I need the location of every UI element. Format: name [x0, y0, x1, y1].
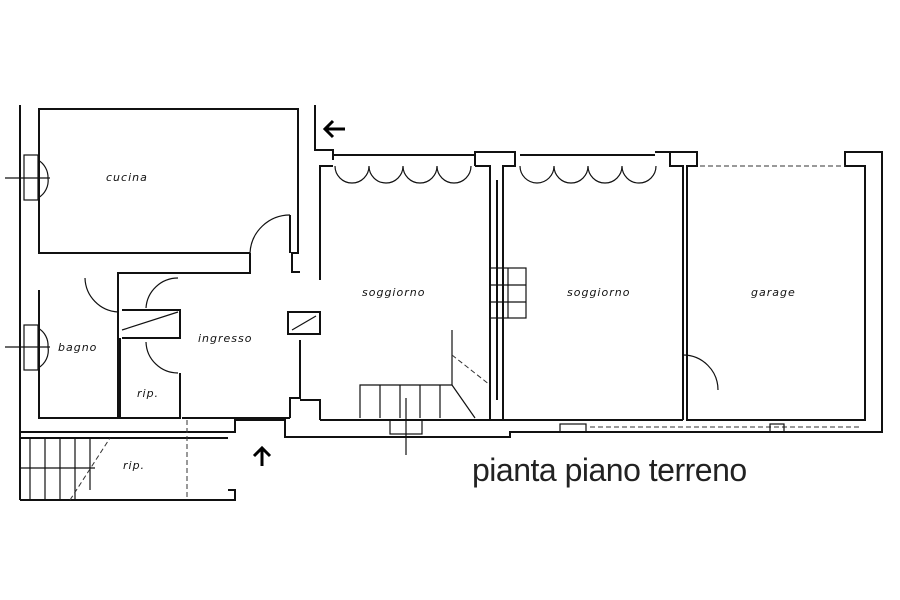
room-label-rip-lower: rip.	[123, 459, 145, 472]
stairs	[20, 267, 527, 501]
entrance-arrow-bottom-icon	[252, 445, 272, 466]
room-label-cucina: cucina	[106, 171, 148, 184]
plan-title: pianta piano terreno	[472, 452, 747, 488]
entrance-arrow-top-icon	[322, 119, 345, 139]
room-label-bagno: bagno	[58, 341, 97, 354]
room-label-rip: rip.	[137, 387, 159, 400]
walls	[19, 105, 883, 501]
doors-windows	[5, 154, 860, 455]
room-label-garage: garage	[751, 286, 796, 299]
room-label-ingresso: ingresso	[198, 332, 253, 345]
room-label-soggiorno-1: soggiorno	[362, 286, 425, 299]
room-label-soggiorno-2: soggiorno	[567, 286, 630, 299]
